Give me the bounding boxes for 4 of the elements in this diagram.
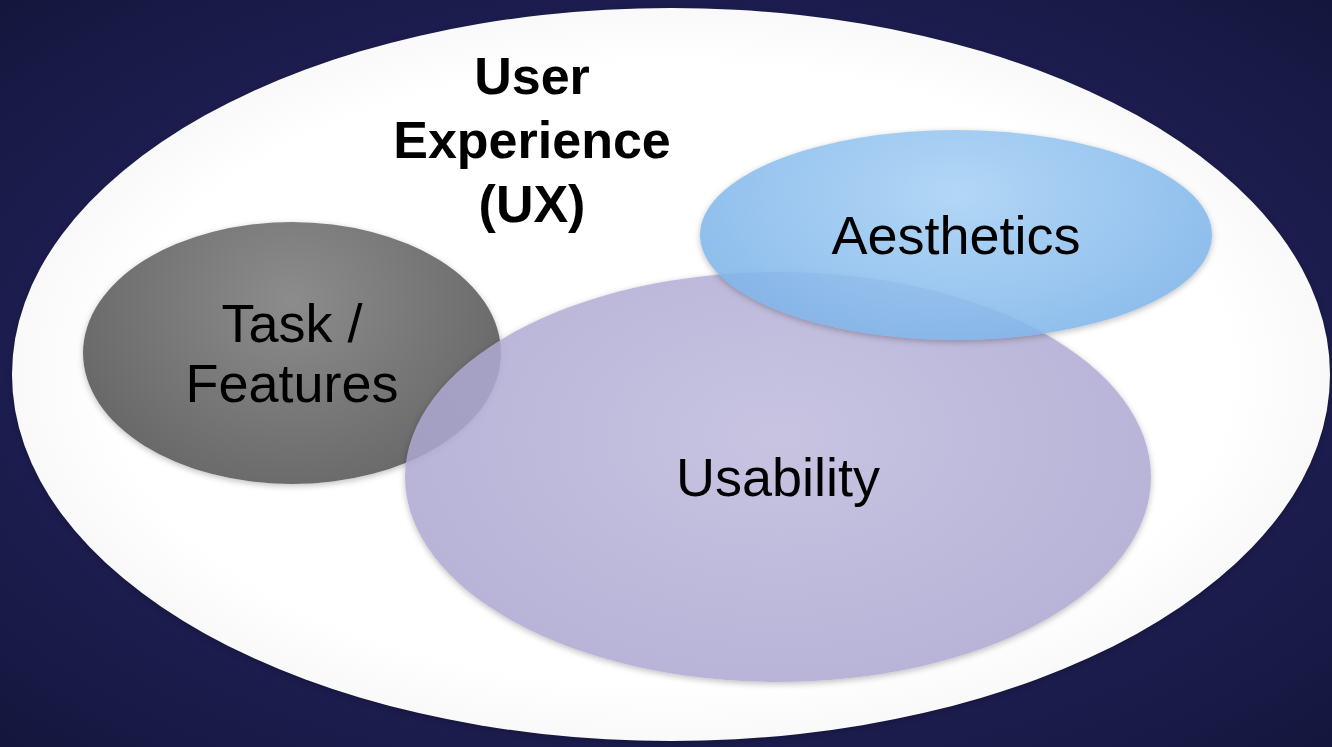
set-label: Aesthetics: [831, 205, 1081, 265]
outer-set-label: User Experience (UX): [392, 46, 672, 235]
set-label: Task / Features: [184, 293, 400, 413]
set-label: Usability: [675, 447, 881, 507]
